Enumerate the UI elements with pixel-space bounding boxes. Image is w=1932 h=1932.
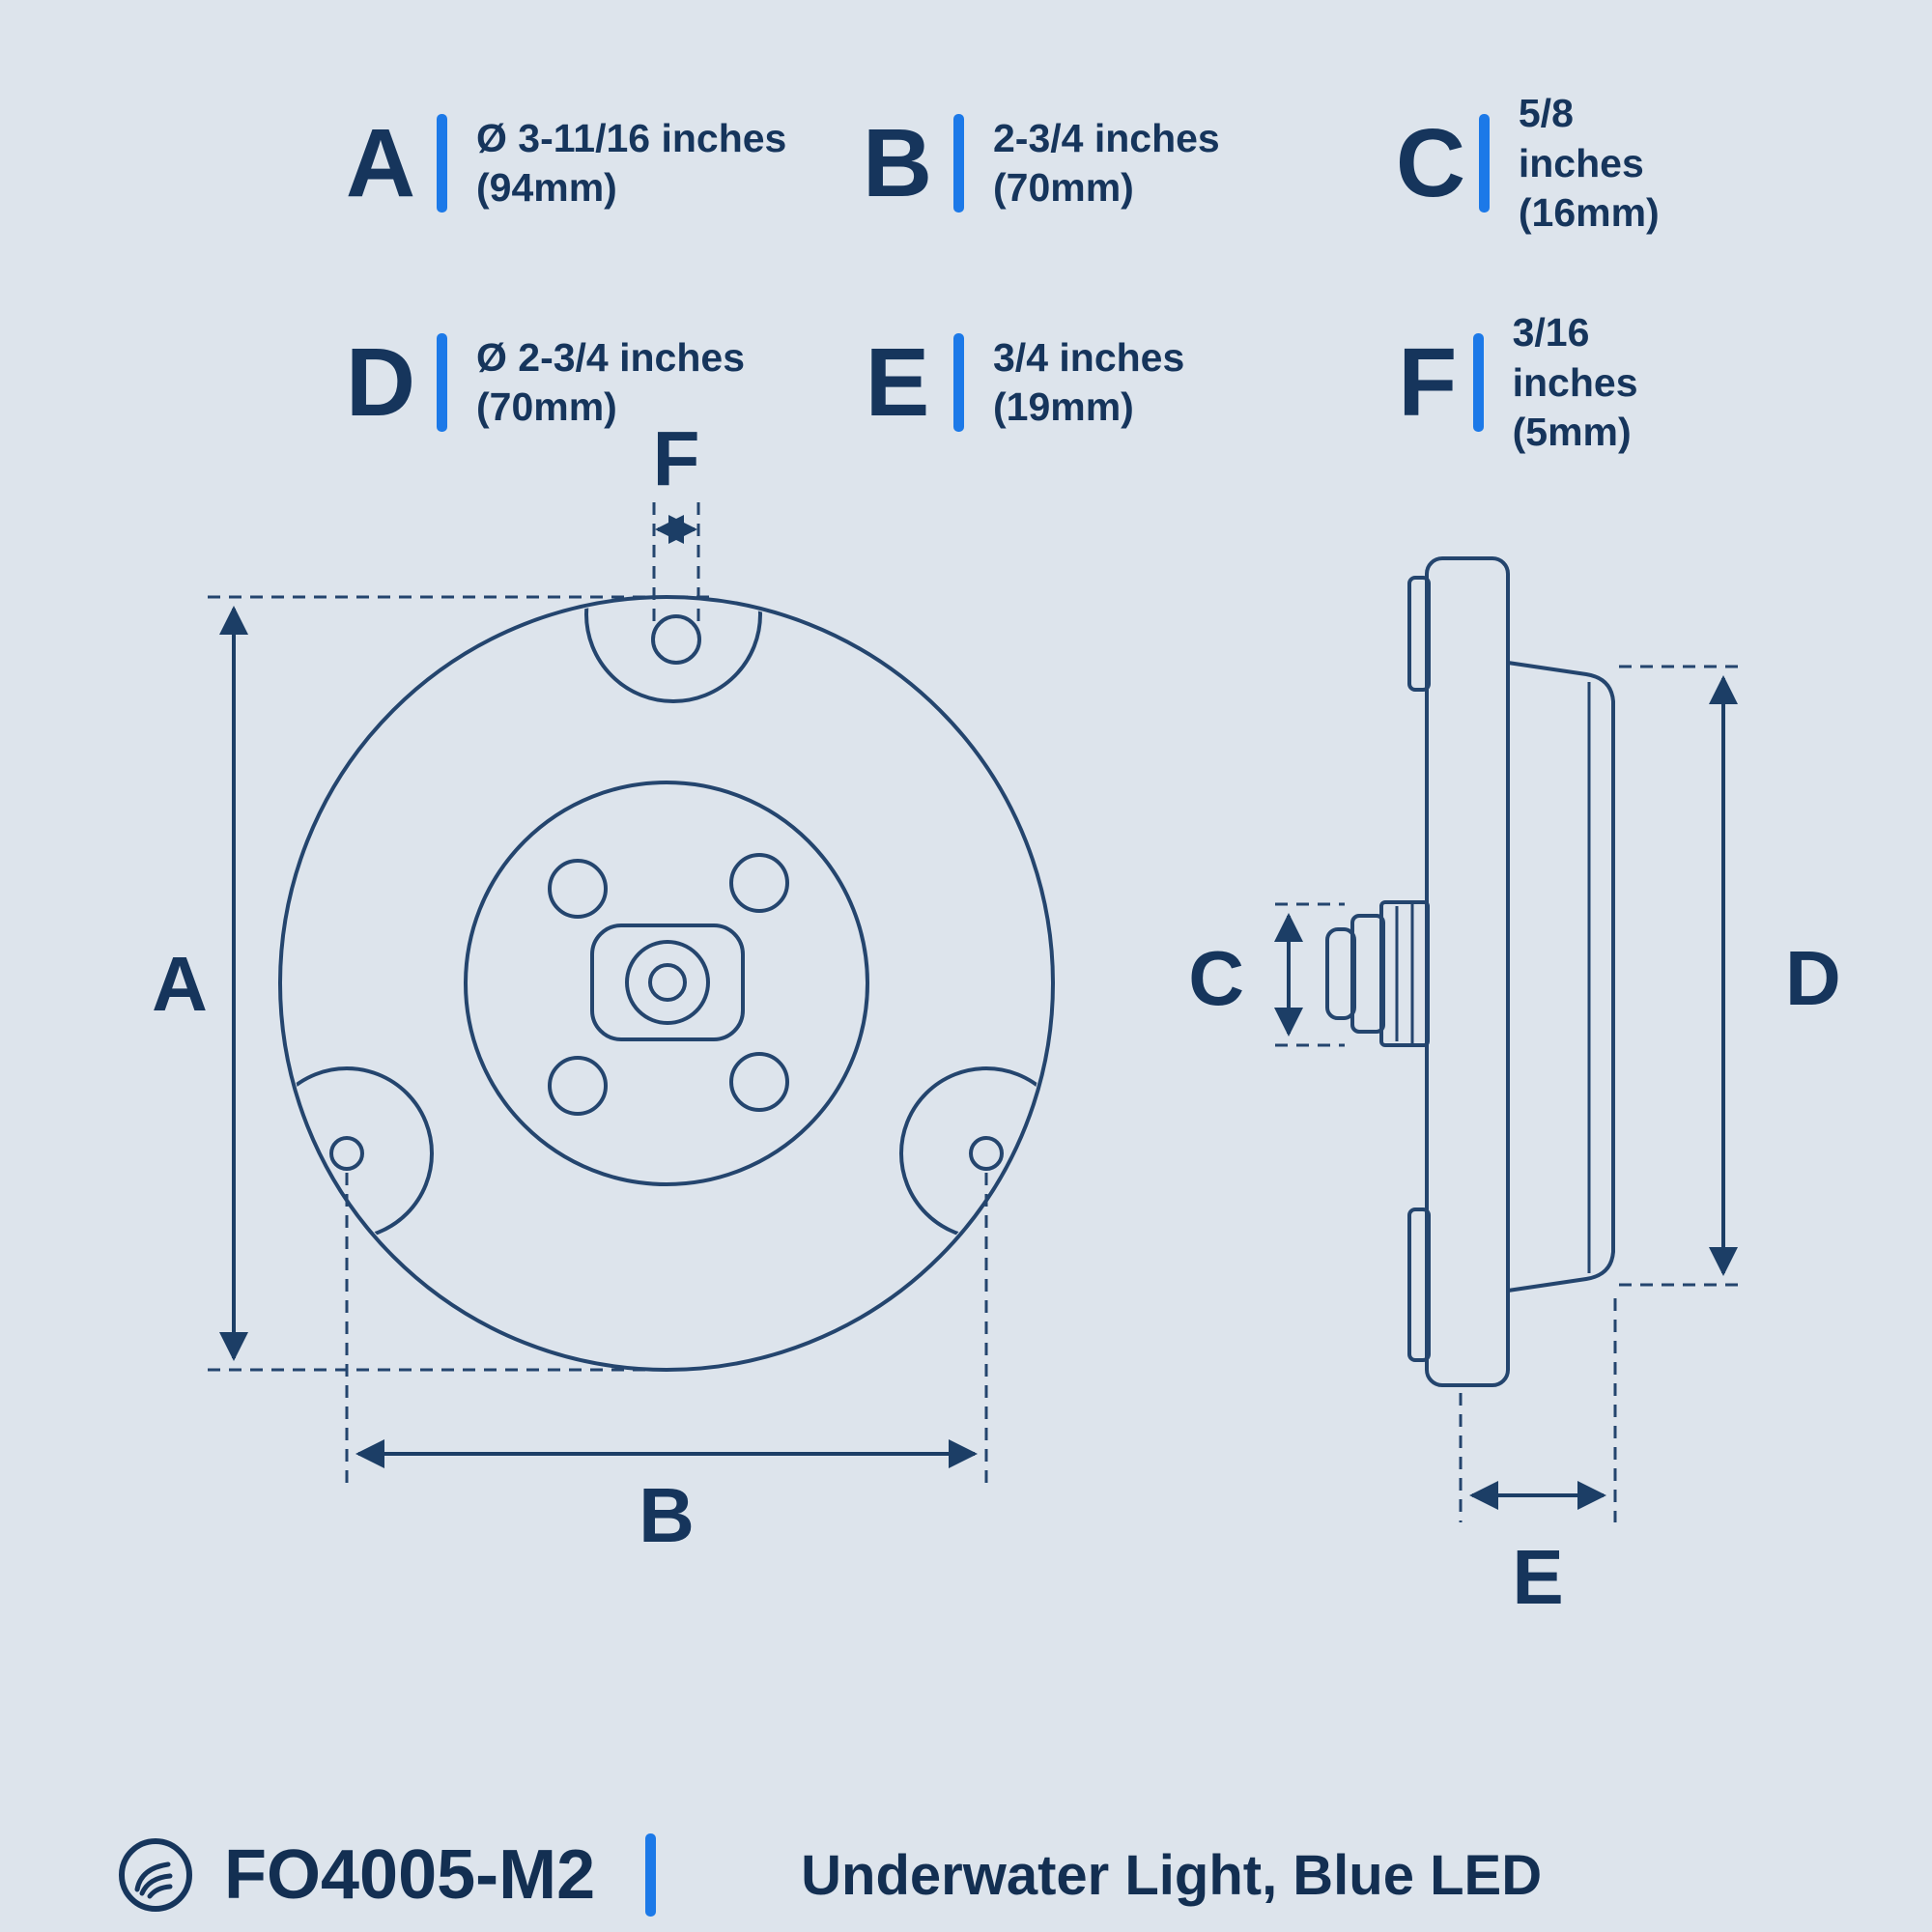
led-hole — [548, 1056, 608, 1116]
legend-item-d: D Ø 2-3/4 inches (70mm) — [328, 308, 845, 458]
legend-divider-bar — [437, 114, 447, 213]
legend-item-c: C 5/8 inches (16mm) — [1386, 89, 1681, 239]
inner-lens-circle — [464, 781, 869, 1186]
dim-f-mm: (5mm) — [1512, 410, 1632, 455]
dim-label-f: F — [653, 415, 700, 501]
dim-letter-c: C — [1395, 109, 1465, 218]
legend-divider-bar — [437, 333, 447, 433]
product-description: Underwater Light, Blue LED — [801, 1843, 1543, 1907]
dimension-legend: A Ø 3-11/16 inches (94mm) B 2-3/4 inches… — [328, 89, 1681, 458]
dim-letter-b: B — [862, 109, 932, 218]
dim-f-inches: 3/16 inches — [1512, 309, 1638, 405]
center-screw-ring — [625, 940, 710, 1025]
center-fixture-plate — [590, 923, 745, 1041]
dim-letter-e: E — [865, 328, 930, 438]
dim-b-mm: (70mm) — [993, 165, 1134, 211]
dim-letter-a: A — [345, 109, 415, 218]
dim-c-inches: 5/8 inches — [1518, 91, 1644, 185]
dim-c-mm: (16mm) — [1518, 190, 1660, 236]
legend-item-b: B 2-3/4 inches (70mm) — [845, 89, 1386, 239]
dim-label-c: C — [1188, 935, 1244, 1021]
dim-letter-d: D — [345, 328, 415, 438]
dim-label-e: E — [1512, 1534, 1563, 1620]
dim-e-mm: (19mm) — [993, 384, 1134, 430]
led-hole — [729, 853, 789, 913]
side-body — [1506, 661, 1615, 1293]
legend-divider-bar — [1472, 333, 1484, 433]
dim-d-inches: Ø 2-3/4 inches — [476, 334, 746, 380]
legend-divider-bar — [953, 114, 964, 213]
mounting-tab-left — [283, 1066, 434, 1240]
dim-b-inches: 2-3/4 inches — [993, 115, 1220, 160]
footer-divider-bar — [645, 1833, 657, 1917]
brand-logo-icon — [119, 1838, 192, 1912]
led-hole — [548, 859, 608, 919]
mounting-hole-left — [329, 1136, 364, 1171]
cable-gland-cap — [1325, 927, 1356, 1020]
dim-d-mm: (70mm) — [476, 384, 617, 430]
legend-item-a: A Ø 3-11/16 inches (94mm) — [328, 89, 845, 239]
dim-e-inches: 3/4 inches — [993, 334, 1185, 380]
legend-item-f: F 3/16 inches (5mm) — [1386, 308, 1681, 458]
model-number: FO4005-M2 — [224, 1836, 596, 1914]
dim-letter-f: F — [1398, 328, 1457, 438]
led-hole — [729, 1052, 789, 1112]
center-screw-dot — [648, 963, 687, 1002]
dim-label-a: A — [152, 941, 208, 1027]
side-flange — [1425, 556, 1510, 1387]
mounting-tabs — [283, 600, 1050, 1240]
dim-label-d: D — [1785, 935, 1841, 1021]
dim-label-b: B — [639, 1472, 695, 1558]
mounting-tab-right — [899, 1066, 1050, 1240]
legend-divider-bar — [953, 333, 964, 433]
dim-a-mm: (94mm) — [476, 165, 617, 211]
dim-a-inches: Ø 3-11/16 inches — [476, 115, 787, 160]
mounting-hole-right — [969, 1136, 1004, 1171]
legend-divider-bar — [1478, 114, 1490, 213]
outer-bezel-circle — [278, 595, 1055, 1372]
cable-gland-nut — [1350, 914, 1385, 1034]
front-view: A F B — [152, 415, 1055, 1558]
mounting-hole-top — [651, 614, 701, 665]
mounting-tab-top — [584, 600, 762, 703]
legend-item-e: E 3/4 inches (19mm) — [845, 308, 1386, 458]
footer: FO4005-M2 Underwater Light, Blue LED — [114, 1833, 1835, 1917]
side-view: C D E — [1188, 556, 1841, 1620]
cable-gland-base — [1379, 900, 1430, 1047]
